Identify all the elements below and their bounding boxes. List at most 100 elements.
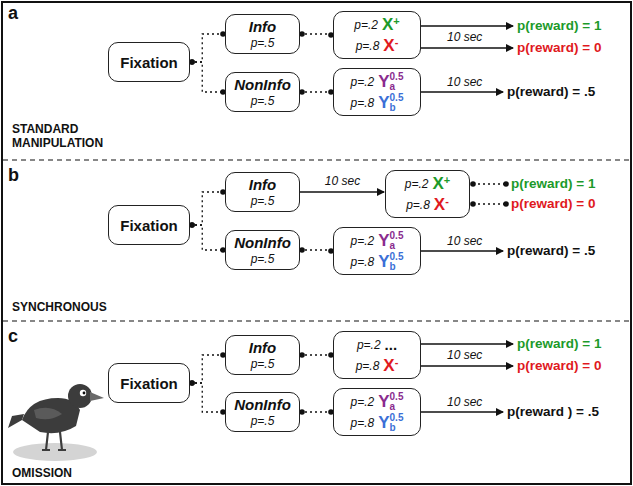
outcome-arrow (421, 47, 513, 48)
node-text: + (393, 15, 399, 27)
node-text: NonInfo (234, 76, 291, 94)
node-text: - (445, 195, 449, 207)
delay-label: 10 sec (447, 395, 482, 409)
cue-row: p=.2X+ (405, 173, 450, 194)
bird-beak (90, 392, 104, 401)
dotted-connector (300, 33, 333, 34)
condition-name: SYNCHRONOUS (12, 300, 142, 314)
junction-dot (189, 222, 195, 228)
node-text: Y (378, 231, 389, 251)
junction-dot (299, 247, 305, 253)
fixation-box: Fixation (108, 363, 190, 403)
node-text: Fixation (120, 54, 178, 71)
node-text: Y (378, 72, 389, 92)
node-text: a (390, 402, 404, 412)
node-text: p=.2 (354, 18, 378, 32)
delay-label: 10 sec (447, 75, 482, 89)
fixation-box: Fixation (108, 205, 190, 245)
script-stack: 0.5b (390, 93, 404, 113)
node-text: p=.5 (251, 414, 275, 429)
reward-outcome: p(reward) = 0 (517, 39, 601, 57)
node-text: p=.2 (405, 177, 429, 191)
node-text: p=.5 (251, 252, 275, 267)
outcome-arrow (421, 343, 513, 344)
cue-row: p=.8X- (356, 355, 399, 376)
node-text: 0.5 (390, 72, 404, 82)
panel-letter: c (8, 326, 18, 347)
node-text: b (390, 423, 404, 433)
outcome-arrow (421, 25, 513, 26)
node-text: p=.5 (251, 94, 275, 109)
bird-tail (8, 414, 24, 428)
condition-name: STANDARD MANIPULATION (12, 122, 142, 150)
outcome-dots (470, 181, 509, 207)
bird-head (68, 384, 92, 408)
bird-eye (80, 390, 86, 396)
dotted-connector (300, 249, 333, 250)
node-text: a (390, 82, 404, 92)
node-text: Fixation (120, 375, 178, 392)
separators (3, 160, 629, 321)
junction-dot (189, 59, 195, 65)
junction-dot (189, 222, 195, 228)
cue-row: p=.2Y0.5a (351, 71, 404, 92)
node-text: X (383, 356, 394, 376)
node-text: Fixation (120, 217, 178, 234)
node-text: - (395, 356, 399, 368)
choice-box: NonInfop=.5 (225, 230, 300, 270)
bird-legs (42, 432, 66, 450)
node-text: 0.5 (390, 392, 404, 402)
condition-name: OMISSION (12, 466, 142, 480)
node-text: p=.2 (351, 234, 375, 248)
junction-dot (503, 201, 509, 207)
fixation-box: Fixation (108, 42, 190, 82)
script-stack: 0.5a (390, 392, 404, 412)
node-text: p=.8 (356, 39, 380, 53)
node-text: p=.2 (351, 75, 375, 89)
dotted-connector (300, 354, 333, 355)
delay-label: 10 sec (447, 30, 482, 44)
node-text: X (434, 195, 445, 215)
node-text: 0.5 (390, 252, 404, 262)
reward-outcome: p(reward) = .5 (507, 83, 595, 101)
outcome-arrow (421, 365, 513, 366)
outcome-arrow (421, 250, 503, 251)
node-text: 0.5 (390, 413, 404, 423)
choice-box: Infop=.5 (225, 335, 300, 375)
node-text: p=.5 (251, 194, 275, 209)
reward-outcome: p(reward) = 0 (511, 195, 595, 213)
dotted-connector (300, 91, 333, 92)
cue-box: p=.2...p=.8X- (333, 331, 421, 379)
node-text: p=.2 (357, 338, 381, 352)
node-text: Info (249, 18, 277, 36)
junction-dot (299, 31, 305, 37)
reward-outcome: p(reward) = .5 (507, 242, 595, 260)
node-text: p=.8 (356, 359, 380, 373)
node-text: p=.5 (251, 36, 275, 51)
cue-row: p=.8Y0.5b (351, 412, 404, 433)
node-text: p=.8 (351, 255, 375, 269)
dotted-connector (190, 192, 225, 225)
panel-letter: a (8, 3, 18, 24)
script-stack: 0.5b (390, 252, 404, 272)
cue-box: p=.2X+p=.8X- (385, 170, 470, 218)
dotted-connector (190, 355, 225, 383)
panel-letter: b (8, 165, 19, 186)
node-text: 0.5 (390, 93, 404, 103)
node-text: NonInfo (234, 234, 291, 252)
junction-dot (299, 352, 305, 358)
junction-dot (470, 181, 476, 187)
junction-dot (470, 201, 476, 207)
dotted-connector (190, 225, 225, 250)
node-text: Y (378, 413, 389, 433)
script-stack: 0.5a (390, 72, 404, 92)
node-text: Y (378, 93, 389, 113)
cue-box: p=.2Y0.5ap=.8Y0.5b (333, 68, 421, 116)
outcome-leaders (421, 26, 513, 412)
node-text: Info (249, 339, 277, 357)
node-text: p=.5 (251, 357, 275, 372)
node-text: 0.5 (390, 231, 404, 241)
choice-box: Infop=.5 (225, 172, 300, 212)
delay-label: 10 sec (325, 174, 360, 188)
arrow-connector (300, 191, 384, 192)
